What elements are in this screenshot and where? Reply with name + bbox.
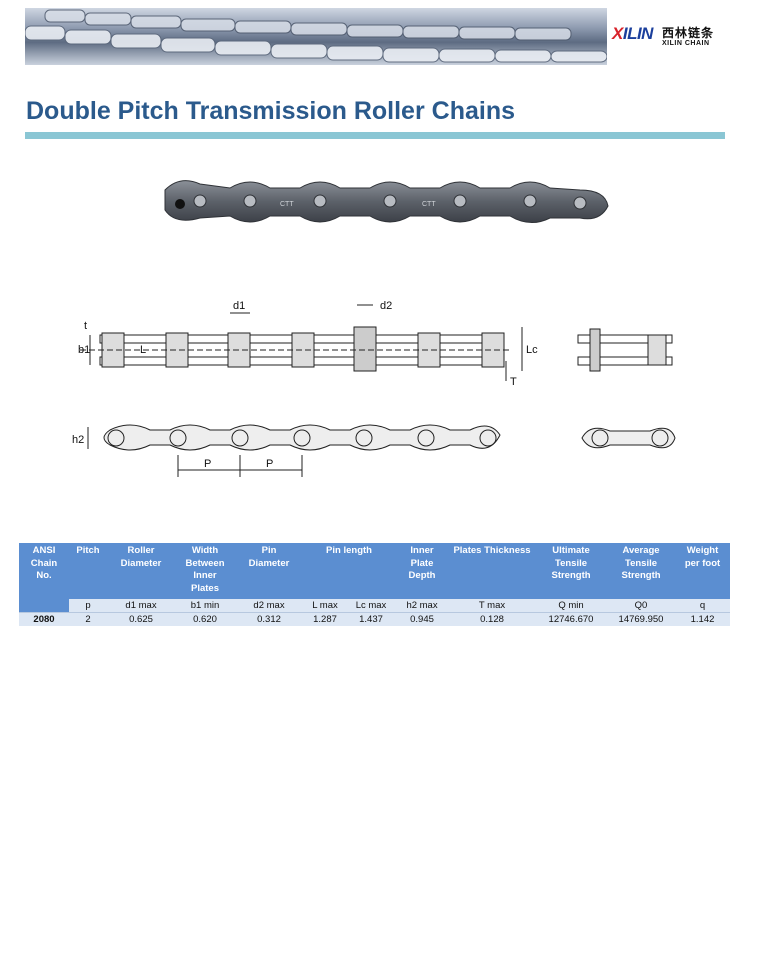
table-subheader-cell: d1 max	[107, 599, 175, 613]
table-header-line: No.	[36, 570, 52, 581]
table-header-line: Tensile	[555, 557, 588, 569]
table-subheader-cell: Q min	[535, 599, 608, 613]
table-cell: 1.437	[347, 612, 396, 626]
table-header-line: Average	[622, 545, 660, 556]
label-P-2: P	[266, 458, 273, 470]
table-header-line: Diameter	[248, 557, 290, 569]
label-h2: h2	[72, 434, 84, 446]
table-header-line: Inner	[193, 570, 217, 581]
table-header-line: Between	[185, 557, 225, 569]
table-header-line: Plates	[191, 582, 219, 594]
label-d1: d1	[233, 300, 245, 312]
table-subheader-cell: p	[69, 599, 107, 613]
table-cell: 2	[69, 612, 107, 626]
label-P-1: P	[204, 458, 211, 470]
table-header-line: Diameter	[120, 557, 162, 569]
table-subheader-cell	[19, 599, 69, 613]
table-subheader-cell: Q0	[607, 599, 676, 613]
table-subheader-cell: T max	[449, 599, 536, 613]
brand-logo: XILIN 西林链条 XILIN CHAIN	[612, 22, 732, 52]
table-cell: 1.287	[303, 612, 347, 626]
table-cell: 0.945	[395, 612, 450, 626]
table-header-line: Tensile	[625, 557, 658, 569]
table-subheader-cell: Lc max	[347, 599, 396, 613]
table-header-line: ANSI	[32, 545, 56, 556]
table-cell: 2080	[19, 612, 69, 626]
table-header-cell: Pin length	[303, 543, 396, 599]
table-header-line: Weight	[686, 545, 719, 556]
logo-english-text: XILIN CHAIN	[662, 40, 710, 47]
label-Lc: Lc	[526, 344, 538, 356]
table-header-line: Ultimate	[552, 545, 590, 556]
chain-dimension-drawing: d1 d2 t b1 L Lc T h2 P P	[72, 300, 676, 477]
table-cell: 0.128	[449, 612, 536, 626]
table-header-line: Inner	[410, 545, 434, 556]
table-cell: 0.620	[175, 612, 235, 626]
table-header-line: Plate	[410, 557, 434, 569]
table-subheader-cell: d2 max	[235, 599, 303, 613]
label-d2: d2	[380, 300, 392, 312]
table-header-line: Chain	[30, 557, 58, 569]
chain-product-photo: CTT CTT	[164, 180, 609, 223]
table-subheader-cell: h2 max	[395, 599, 450, 613]
photo-stamp-1: CTT	[280, 201, 294, 208]
table-cell: 12746.670	[535, 612, 608, 626]
table-cell: 1.142	[675, 612, 731, 626]
banner-chain-graphic	[25, 9, 607, 63]
table-header-line: Pin	[261, 545, 277, 556]
label-T: T	[510, 376, 517, 388]
table-subheader-cell: q	[675, 599, 731, 613]
title-divider	[25, 132, 725, 139]
table-header-line: Strength	[551, 570, 591, 581]
table-header-line: Depth	[408, 570, 436, 581]
page-title: Double Pitch Transmission Roller Chains	[26, 97, 515, 125]
table-header-line: Width	[191, 545, 219, 556]
table-subheader-cell: L max	[303, 599, 347, 613]
label-b1: b1	[78, 344, 90, 356]
table-header-line: Pitch	[76, 545, 100, 556]
table-header-cell: Pitch	[69, 543, 107, 599]
header-banner-image	[25, 8, 607, 65]
table-header-line: per foot	[684, 557, 721, 569]
logo-chinese-text: 西林链条	[662, 26, 715, 40]
table-subheader-cell: b1 min	[175, 599, 235, 613]
label-L: L	[140, 344, 146, 356]
photo-stamp-2: CTT	[422, 201, 436, 208]
logo-latin-text: XILIN	[612, 24, 653, 43]
table-cell: 0.625	[107, 612, 175, 626]
table-header-line: Roller	[127, 545, 155, 556]
table-cell: 0.312	[235, 612, 303, 626]
table-cell: 14769.950	[607, 612, 676, 626]
table-header-line: Pin length	[326, 545, 372, 556]
table-header-line: Plates Thickness	[453, 545, 531, 556]
label-t: t	[84, 320, 87, 332]
table-header-line: Strength	[621, 570, 661, 581]
table-header-cell: Plates Thickness	[449, 543, 536, 599]
